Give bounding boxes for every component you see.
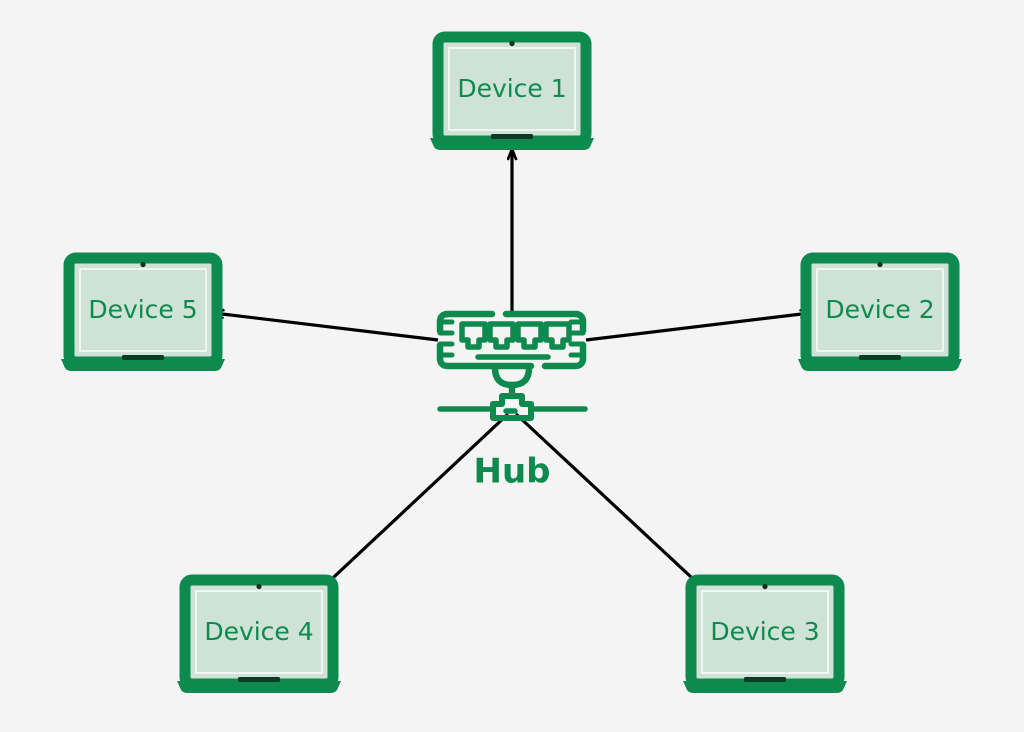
connection-hub-to-device-5 (214, 313, 439, 342)
connection-hub-to-device-4 (320, 412, 510, 590)
hub-label: Hub (474, 452, 551, 492)
node-device-1-label: Device 1 (457, 74, 566, 103)
node-device-2[interactable]: Device 2 (798, 258, 962, 371)
node-device-4-label: Device 4 (204, 617, 313, 646)
node-device-1[interactable]: Device 1 (430, 37, 594, 150)
node-device-5[interactable]: Device 5 (61, 258, 225, 371)
node-device-3[interactable]: Device 3 (683, 580, 847, 693)
node-hub[interactable]: Hub (436, 310, 588, 492)
node-device-3-label: Device 3 (710, 617, 819, 646)
network-hub-icon (436, 310, 588, 421)
connection-lines (214, 150, 810, 590)
node-device-4[interactable]: Device 4 (177, 580, 341, 693)
connection-hub-to-device-3 (514, 412, 705, 590)
node-device-2-label: Device 2 (825, 295, 934, 324)
connection-hub-to-device-2 (585, 313, 810, 342)
node-device-5-label: Device 5 (88, 295, 197, 324)
